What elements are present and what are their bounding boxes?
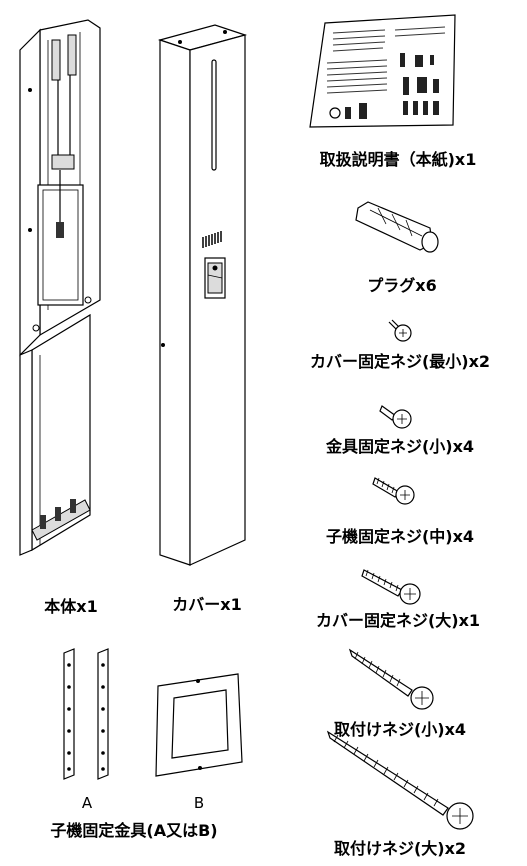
manual-illustration xyxy=(309,14,456,128)
plug-label: プラグx6 xyxy=(367,276,437,295)
bracket-b-illustration xyxy=(155,673,243,777)
bracket-label: 子機固定金具(A又はB) xyxy=(50,821,218,840)
handset-screw-mid-label: 子機固定ネジ(中)x4 xyxy=(325,527,475,546)
bracket-b-letter: B xyxy=(193,794,205,812)
cover-screw-min-label: カバー固定ネジ(最小)x2 xyxy=(309,352,491,371)
cover-illustration xyxy=(157,24,248,566)
bracket-screw-small-illustration xyxy=(379,405,412,429)
mount-screw-small-label: 取付けネジ(小)x4 xyxy=(333,720,467,739)
bracket-screw-small-label: 金具固定ネジ(小)x4 xyxy=(325,437,475,456)
mount-screw-small-illustration xyxy=(348,648,434,710)
mount-screw-large-illustration xyxy=(326,730,474,830)
cover-screw-large-illustration xyxy=(361,569,421,605)
mount-screw-large-label: 取付けネジ(大)x2 xyxy=(333,839,467,858)
bracket-a-letter: A xyxy=(81,794,93,812)
handset-screw-mid-illustration xyxy=(372,477,415,505)
cover-label: カバーx1 xyxy=(172,595,242,614)
body-label: 本体x1 xyxy=(44,597,98,616)
cover-screw-large-label: カバー固定ネジ(大)x1 xyxy=(315,611,481,630)
main-body-illustration xyxy=(19,19,101,556)
plug-illustration xyxy=(355,201,439,253)
cover-screw-min-illustration xyxy=(388,319,412,342)
manual-label: 取扱説明書（本紙)x1 xyxy=(319,150,477,169)
bracket-a-illustration xyxy=(63,648,109,780)
